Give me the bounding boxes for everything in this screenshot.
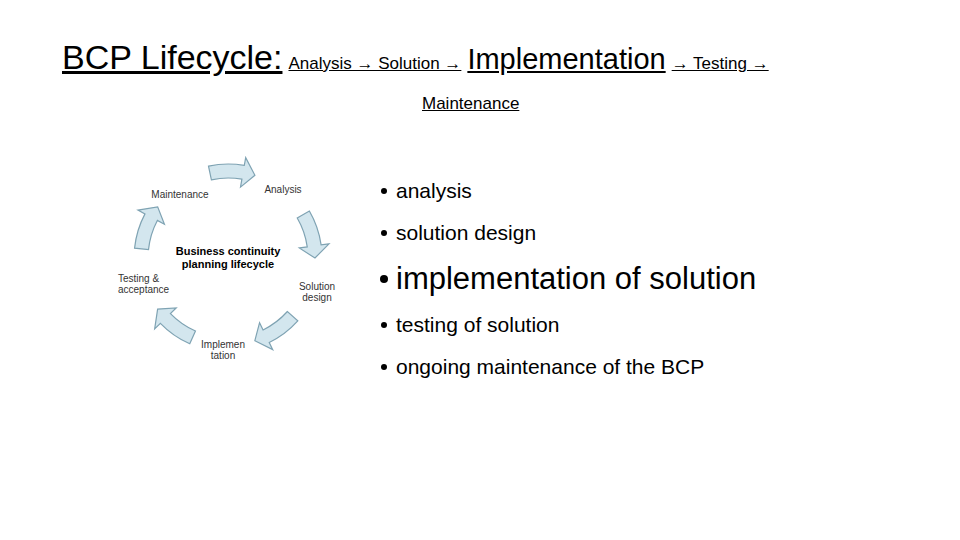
cycle-arrow [126,201,168,254]
cycle-arrow [209,158,255,188]
bullet-text: solution design [396,221,536,245]
slide-title: BCP Lifecycle: [62,38,282,77]
title-part: Analysis → Solution → [288,54,461,74]
title-part: Maintenance [422,94,519,114]
cycle-arrow [289,208,331,261]
stage-label: Solution design [292,281,342,304]
cycle-center-label: Business continuity planning lifecycle [169,245,287,270]
bullet-text: ongoing maintenance of the BCP [396,355,704,379]
title-part: → Testing → [672,54,769,74]
cycle-arrow [147,300,202,351]
bullet-dot [381,188,387,194]
stage-label: Testing & acceptance [118,273,174,296]
stage-label: Maintenance [145,189,215,201]
bullet-dot [380,275,388,283]
bullet-dot [381,322,387,328]
stage-label: Analysis [253,184,313,196]
title-row: BCP Lifecycle: Analysis → Solution → Imple… [62,38,775,77]
bullet-text: implementation of solution [396,261,756,297]
bullet-text: analysis [396,179,472,203]
bullet-text: testing of solution [396,313,559,337]
title-part: Implementation [467,43,665,76]
bullet-dot [381,230,387,236]
stage-label: Implemen tation [200,339,246,362]
cycle-arrow [248,304,303,355]
bullet-dot [381,364,387,370]
